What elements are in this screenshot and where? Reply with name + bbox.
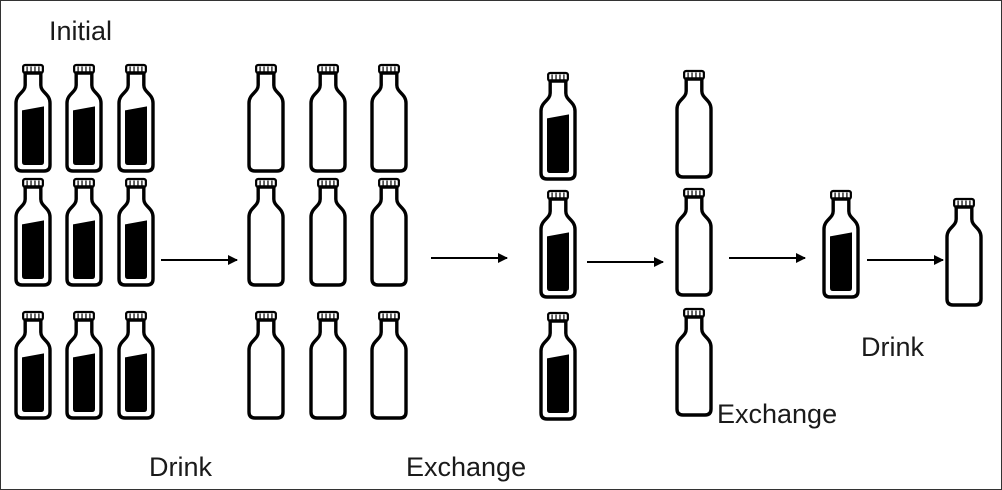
- label-drink-2: Drink: [861, 332, 925, 362]
- milk-fill: [22, 220, 44, 279]
- bottle-body: [309, 71, 347, 173]
- bottle-initial-r2-c2: [65, 177, 103, 287]
- bottle-drunk-r3-c3: [370, 310, 408, 420]
- milk-fill: [125, 220, 147, 279]
- milk-fill: [547, 114, 569, 173]
- bottle-body: [370, 318, 408, 420]
- bottle-drunk2-2: [675, 187, 713, 297]
- bottle-initial-r1-c2: [65, 63, 103, 173]
- bottle-initial-r3-c1: [14, 310, 52, 420]
- bottle-drunk-r1-c3: [370, 63, 408, 173]
- bottle-initial-r1-c1: [14, 63, 52, 173]
- bottle-exchanged-2: [539, 189, 577, 299]
- bottle-initial-r3-c2: [65, 310, 103, 420]
- bottle-drunk-r2-c3: [370, 177, 408, 287]
- bottle-initial-r2-c1: [14, 177, 52, 287]
- bottle-body: [675, 315, 713, 417]
- label-exchange-1: Exchange: [406, 452, 527, 482]
- label-initial: Initial: [49, 16, 113, 46]
- label-drink-1: Drink: [149, 452, 213, 482]
- bottle-exchanged-final: [822, 189, 860, 299]
- bottle-drunk-final: [945, 197, 983, 307]
- bottle-drunk-r3-c1: [247, 310, 285, 420]
- bottle-body: [945, 205, 983, 307]
- bottle-drunk-r2-c2: [309, 177, 347, 287]
- bottle-body: [247, 71, 285, 173]
- bottle-body: [675, 77, 713, 179]
- bottle-body: [247, 318, 285, 420]
- bottle-exchanged-3: [539, 311, 577, 421]
- bottle-body: [309, 318, 347, 420]
- bottle-body: [309, 185, 347, 287]
- bottle-drunk-r2-c1: [247, 177, 285, 287]
- bottle-drunk-r3-c2: [309, 310, 347, 420]
- bottle-drunk-r1-c1: [247, 63, 285, 173]
- bottle-drunk2-1: [675, 69, 713, 179]
- milk-fill: [830, 232, 852, 291]
- milk-fill: [125, 106, 147, 165]
- bottle-initial-r1-c3: [117, 63, 155, 173]
- bottle-drunk-r1-c2: [309, 63, 347, 173]
- bottle-exchanged-1: [539, 71, 577, 181]
- bottle-initial-r3-c3: [117, 310, 155, 420]
- bottle-initial-r2-c3: [117, 177, 155, 287]
- milk-fill: [73, 220, 95, 279]
- milk-fill: [73, 353, 95, 412]
- bottle-body: [247, 185, 285, 287]
- milk-fill: [547, 232, 569, 291]
- milk-fill: [125, 353, 147, 412]
- milk-fill: [73, 106, 95, 165]
- milk-fill: [547, 354, 569, 413]
- milk-fill: [22, 353, 44, 412]
- bottle-drunk2-3: [675, 307, 713, 417]
- milk-fill: [22, 106, 44, 165]
- label-exchange-2: Exchange: [717, 399, 838, 429]
- bottle-body: [370, 71, 408, 173]
- bottle-body: [675, 195, 713, 297]
- bottle-body: [370, 185, 408, 287]
